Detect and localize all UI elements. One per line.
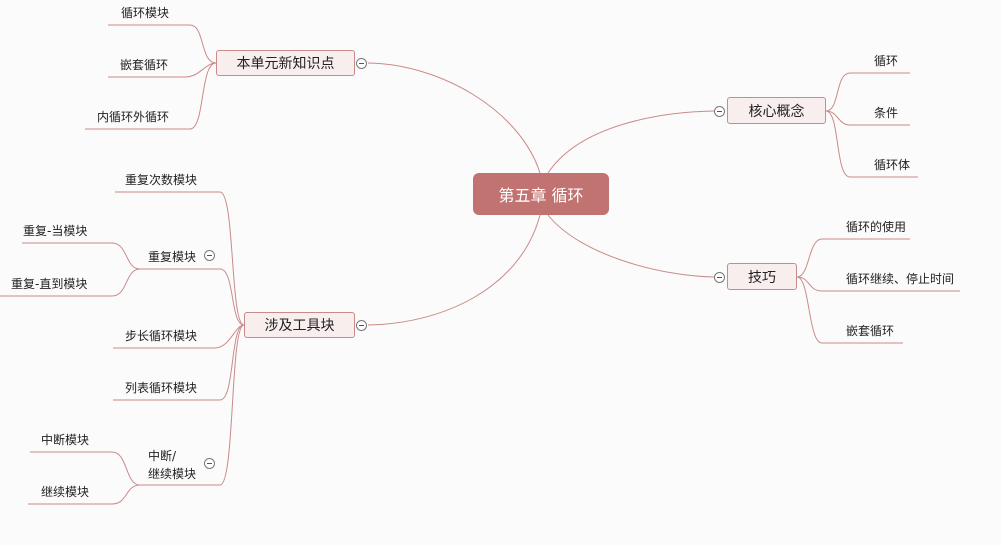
topic-new-knowledge-label: 本单元新知识点 (236, 56, 335, 72)
topic-tool-blocks-label: 涉及工具块 (264, 318, 335, 334)
list-item[interactable]: 重复-当模块 (23, 224, 88, 238)
link-root-new-knowledge (367, 62, 541, 174)
topic-core-concepts[interactable]: 核心概念 (727, 97, 826, 124)
list-item[interactable]: 循环体 (874, 158, 911, 172)
list-item[interactable]: 中断模块 (41, 433, 90, 447)
topic-core-concepts-label: 核心概念 (748, 103, 805, 120)
collapse-skills-icon[interactable] (714, 272, 725, 283)
list-item[interactable]: 循环 (874, 54, 899, 68)
topic-skills-label: 技巧 (748, 269, 776, 286)
list-item[interactable]: 条件 (874, 106, 899, 120)
list-item[interactable]: 中断/ 继续模块 (148, 449, 197, 481)
root-topic-label: 第五章 循环 (498, 186, 584, 205)
list-item[interactable]: 内循环外循环 (97, 110, 170, 124)
list-item[interactable]: 嵌套循环 (846, 324, 895, 338)
collapse-repeat-icon[interactable] (204, 250, 215, 261)
collapse-break-continue-icon[interactable] (204, 458, 215, 469)
topic-new-knowledge[interactable]: 本单元新知识点 (216, 50, 355, 76)
list-item[interactable]: 循环的使用 (846, 220, 907, 234)
collapse-new-knowledge-icon[interactable] (356, 58, 367, 69)
list-item[interactable]: 重复模块 (148, 250, 197, 264)
list-item[interactable]: 循环模块 (121, 6, 170, 20)
link-root-core (547, 110, 715, 174)
collapse-tool-blocks-icon[interactable] (356, 320, 367, 331)
topic-tool-blocks[interactable]: 涉及工具块 (244, 312, 355, 338)
list-item[interactable]: 循环继续、停止时间 (846, 272, 955, 286)
list-item[interactable]: 重复-直到模块 (11, 277, 88, 291)
link-root-skills (547, 214, 715, 278)
list-item[interactable]: 步长循环模块 (125, 329, 198, 343)
link-root-tool-blocks (367, 214, 541, 326)
root-topic[interactable]: 第五章 循环 (473, 173, 609, 215)
collapse-core-concepts-icon[interactable] (714, 106, 725, 117)
list-item[interactable]: 嵌套循环 (120, 58, 169, 72)
list-item[interactable]: 列表循环模块 (125, 381, 198, 395)
list-item[interactable]: 继续模块 (41, 485, 90, 499)
topic-skills[interactable]: 技巧 (727, 263, 797, 290)
list-item[interactable]: 重复次数模块 (125, 173, 198, 187)
